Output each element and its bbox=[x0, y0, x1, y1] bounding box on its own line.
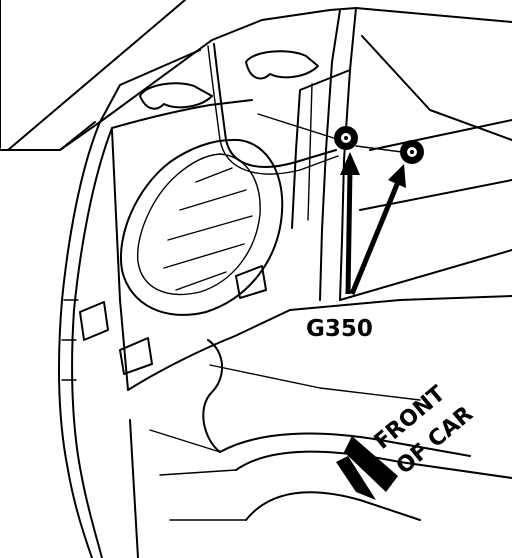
ring-terminal-icon bbox=[400, 140, 424, 164]
front-of-car-indicator: FRONT OF CAR bbox=[336, 381, 478, 500]
ground-label: G350 bbox=[306, 316, 373, 342]
arrow-down-left-icon bbox=[344, 436, 398, 492]
callout-leaders bbox=[340, 152, 406, 295]
ring-terminal-icon bbox=[334, 126, 358, 150]
wiring-harness bbox=[207, 43, 403, 175]
